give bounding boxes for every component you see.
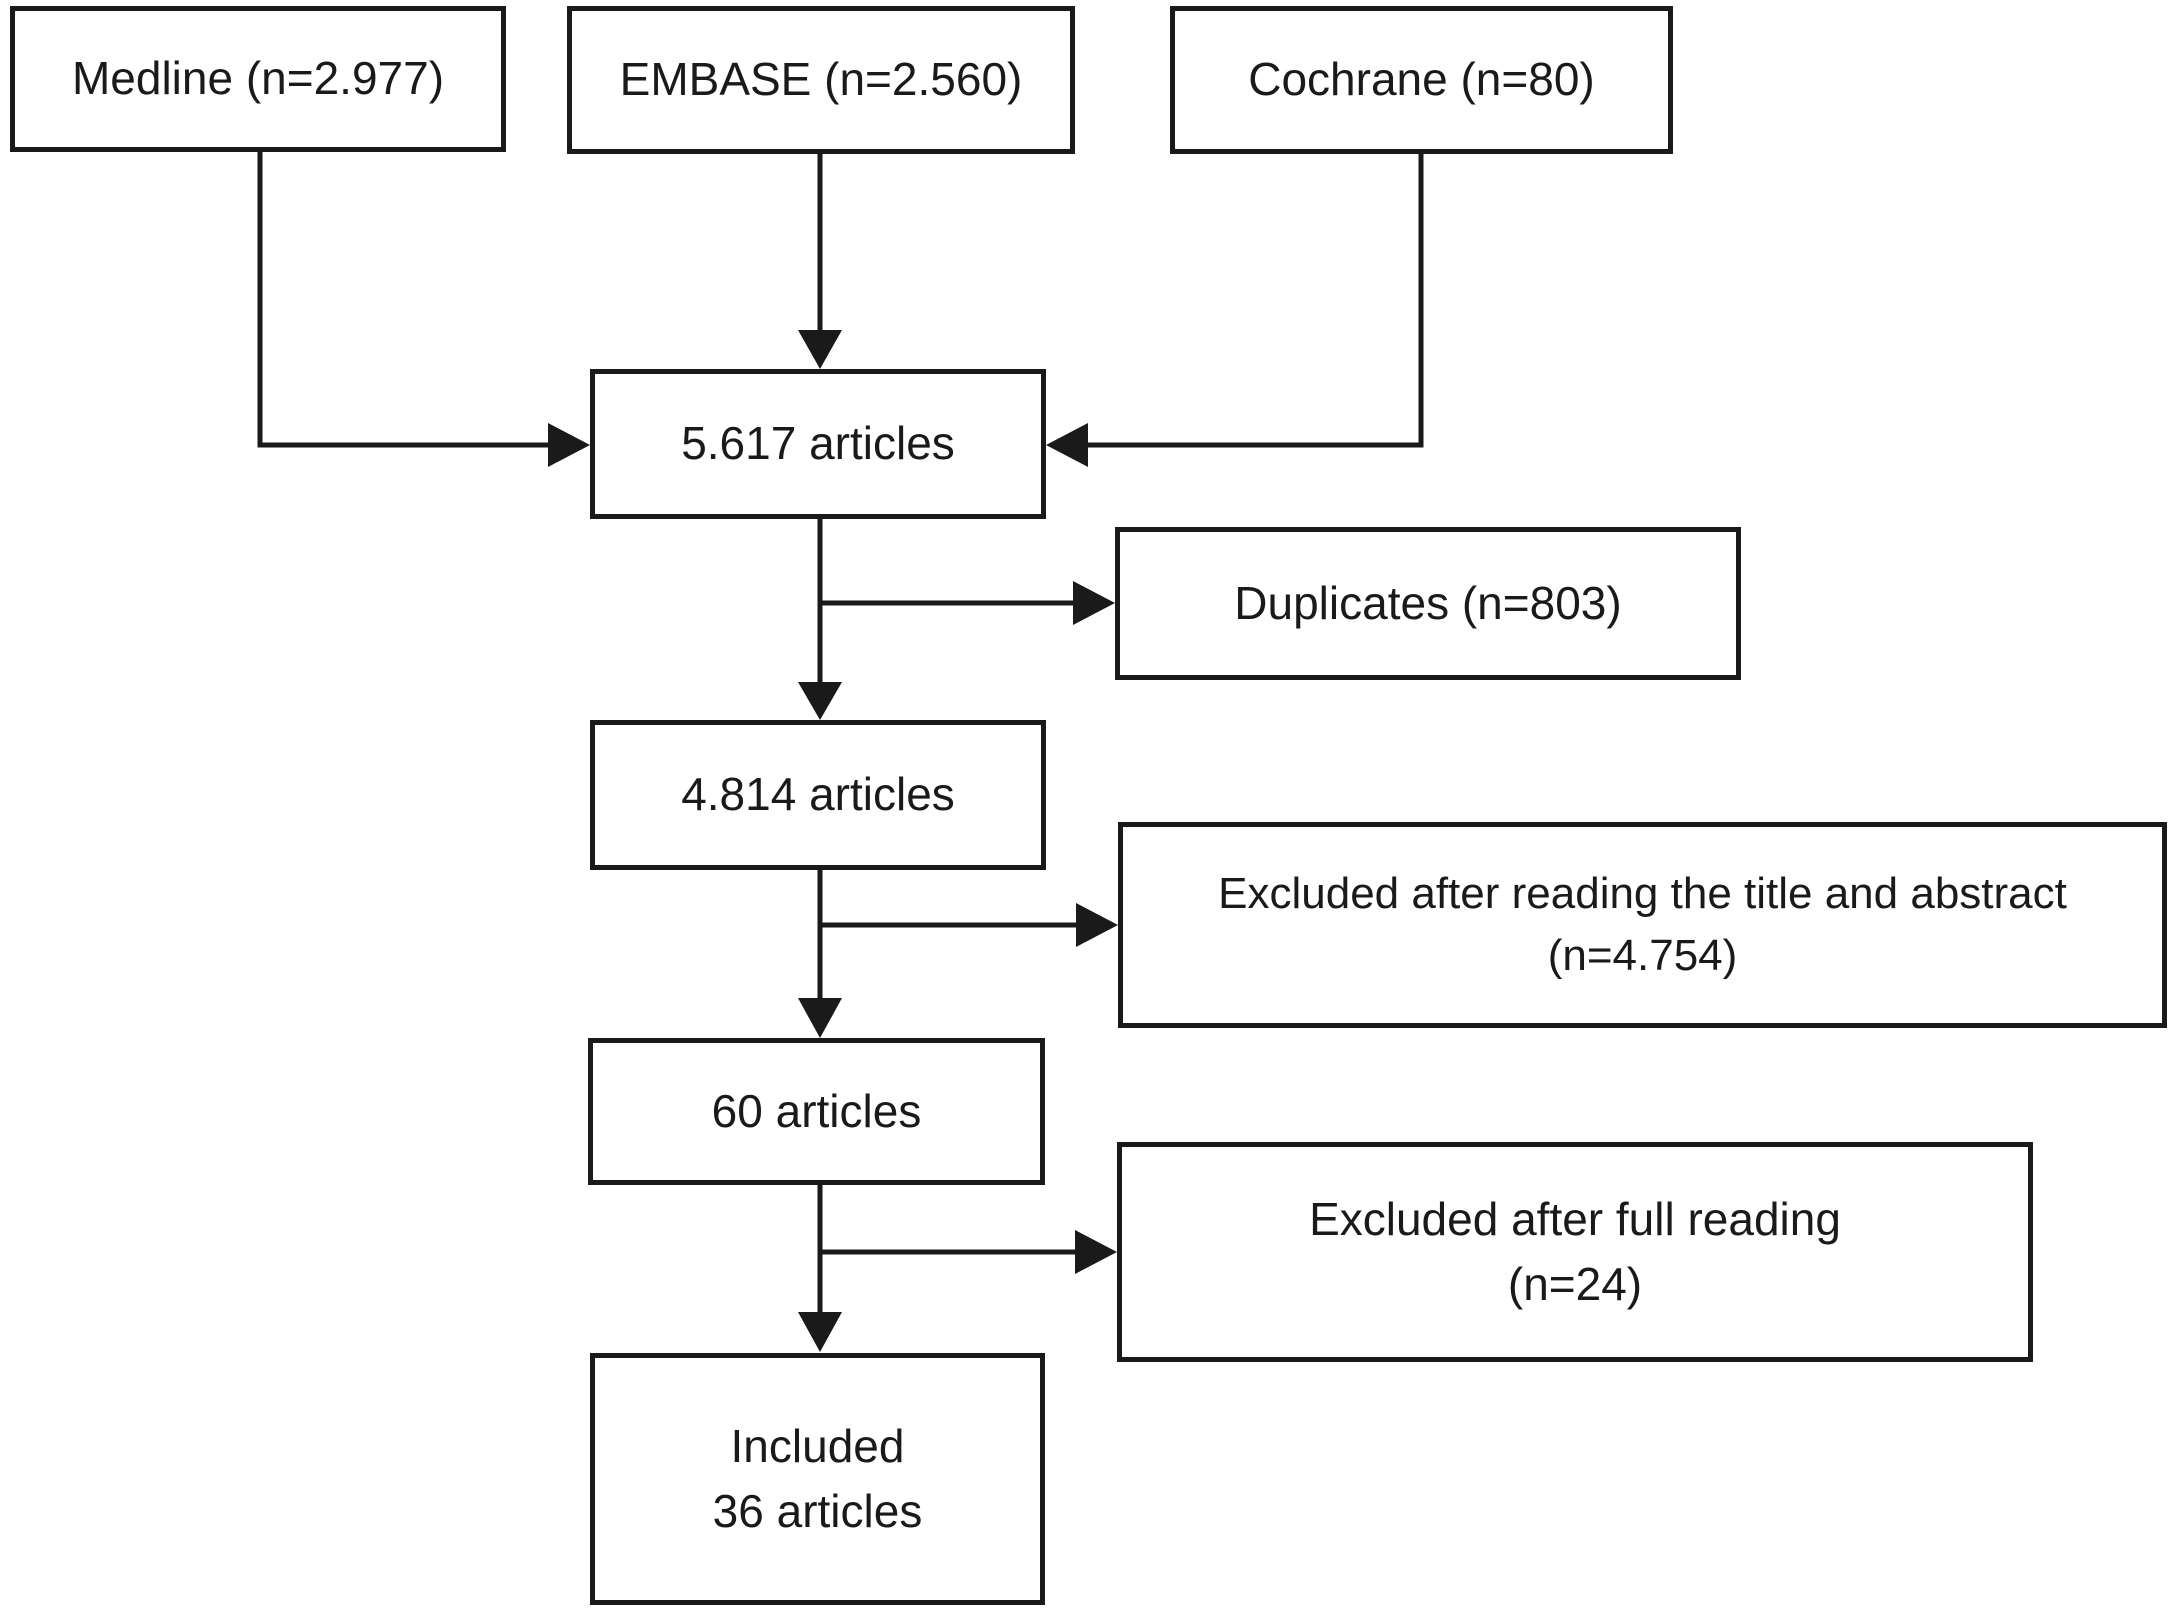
node-cochrane-label: Cochrane (n=80) bbox=[1248, 53, 1595, 106]
node-excluded-full-reading-line2: (n=24) bbox=[1507, 1258, 1643, 1310]
node-medline: Medline (n=2.977) bbox=[10, 6, 506, 152]
node-pooled-articles: 5.617 articles bbox=[590, 369, 1046, 519]
arrow-medline-to-pooled bbox=[257, 152, 590, 467]
arrow-full-text-to-excluded-full-reading bbox=[820, 1230, 1117, 1274]
node-cochrane: Cochrane (n=80) bbox=[1170, 6, 1673, 154]
node-full-text-articles: 60 articles bbox=[588, 1038, 1045, 1185]
node-embase-label: EMBASE (n=2.560) bbox=[619, 53, 1023, 106]
arrow-pooled-to-screened bbox=[798, 519, 842, 720]
arrow-cochrane-to-pooled bbox=[1046, 154, 1424, 467]
node-medline-label: Medline (n=2.977) bbox=[71, 52, 445, 105]
node-screened-articles-label: 4.814 articles bbox=[681, 768, 955, 821]
arrow-full-text-to-included bbox=[798, 1185, 842, 1352]
node-pooled-articles-label: 5.617 articles bbox=[681, 417, 955, 470]
arrow-pooled-to-duplicates bbox=[820, 581, 1115, 625]
node-duplicates: Duplicates (n=803) bbox=[1115, 527, 1741, 680]
node-excluded-title-abstract-line1: Excluded after reading the title and abs… bbox=[1218, 868, 2067, 918]
node-duplicates-label: Duplicates (n=803) bbox=[1234, 576, 1622, 629]
node-excluded-title-abstract-line2: (n=4.754) bbox=[1547, 931, 1738, 980]
node-excluded-title-abstract: Excluded after reading the title and abs… bbox=[1118, 822, 2167, 1028]
node-excluded-full-reading: Excluded after full reading (n=24) bbox=[1117, 1142, 2033, 1362]
arrow-screened-to-excluded-title-abstract bbox=[820, 903, 1118, 947]
node-full-text-articles-label: 60 articles bbox=[711, 1084, 922, 1137]
node-embase: EMBASE (n=2.560) bbox=[567, 6, 1075, 154]
node-included-articles-line2: 36 articles bbox=[712, 1485, 923, 1537]
node-screened-articles: 4.814 articles bbox=[590, 720, 1046, 870]
node-included-articles: Included 36 articles bbox=[590, 1353, 1045, 1605]
arrow-screened-to-full-text bbox=[798, 870, 842, 1038]
node-excluded-full-reading-line1: Excluded after full reading bbox=[1309, 1192, 1841, 1245]
node-included-articles-line1: Included bbox=[730, 1419, 905, 1472]
arrow-embase-to-pooled bbox=[798, 154, 842, 369]
